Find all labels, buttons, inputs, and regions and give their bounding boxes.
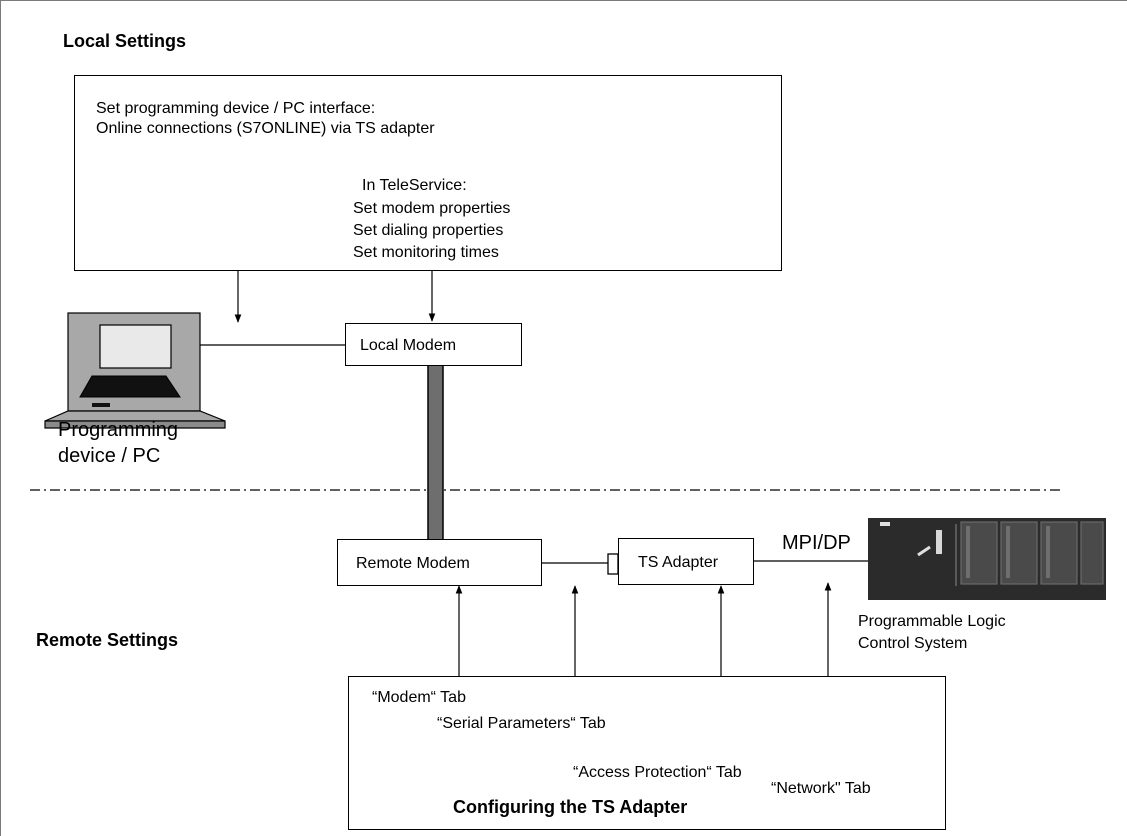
mpi-dp-label: MPI/DP bbox=[782, 532, 851, 554]
config-box-title: Configuring the TS Adapter bbox=[453, 797, 688, 817]
ts-adapter-label: TS Adapter bbox=[638, 554, 719, 571]
local-modem-box bbox=[345, 323, 522, 366]
modem-tab-label: “Modem“ Tab bbox=[372, 689, 466, 706]
pc-label-line2: device / PC bbox=[58, 445, 161, 467]
serial-parameters-tab-label: “Serial Parameters“ Tab bbox=[437, 715, 606, 732]
config-box bbox=[348, 676, 946, 830]
teleservice-header: In TeleService: bbox=[362, 177, 467, 194]
local-modem-label: Local Modem bbox=[360, 337, 457, 354]
remote-modem-box bbox=[337, 539, 542, 586]
remote-modem-label: Remote Modem bbox=[356, 555, 470, 572]
network-tab-label: “Network" Tab bbox=[771, 780, 871, 797]
dialing-properties-item: Set dialing properties bbox=[353, 222, 504, 239]
pc-label-line1: Programming bbox=[58, 419, 179, 441]
access-protection-tab-label: “Access Protection“ Tab bbox=[573, 764, 742, 781]
ts-adapter-box bbox=[618, 538, 754, 585]
monitoring-times-item: Set monitoring times bbox=[353, 244, 499, 261]
local-settings-title: Local Settings bbox=[63, 31, 187, 51]
pc-interface-label: Set programming device / PC interface: bbox=[96, 100, 376, 117]
remote-settings-title: Remote Settings bbox=[36, 630, 179, 650]
plc-label-line1: Programmable Logic bbox=[858, 613, 1006, 630]
modem-properties-item: Set modem properties bbox=[353, 200, 511, 217]
plc-label-line2: Control System bbox=[858, 635, 968, 652]
online-connections-label: Online connections (S7ONLINE) via TS ada… bbox=[96, 120, 435, 137]
local-settings-box bbox=[74, 75, 782, 271]
